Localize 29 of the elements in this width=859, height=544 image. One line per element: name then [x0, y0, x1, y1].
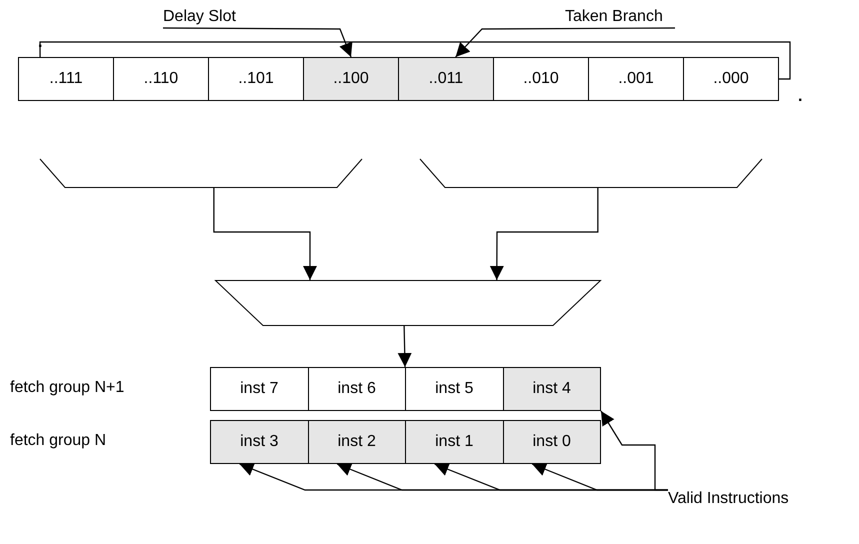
address-slot: ..010	[493, 57, 589, 101]
instruction-slot: inst 0	[502, 420, 601, 464]
leader-line	[455, 27, 675, 58]
leader-line	[532, 462, 668, 491]
address-slot: ..110	[113, 57, 209, 101]
bracket-shape	[420, 158, 762, 188]
address-slot: ..101	[208, 57, 304, 101]
callout-text: Valid Instructions	[668, 490, 853, 512]
arrow	[213, 188, 317, 280]
row-label: fetch group N+1	[10, 379, 124, 397]
callout-text: Taken Branch	[565, 8, 675, 28]
address-slot: ..011	[398, 57, 494, 101]
address-slot: ..111	[18, 57, 114, 101]
continuation-dot: .	[798, 88, 802, 106]
leader-line	[163, 27, 352, 58]
row-label: fetch group N	[10, 432, 106, 450]
arrow	[490, 188, 598, 280]
instruction-slot: inst 4	[502, 367, 601, 411]
bracket-shape	[40, 158, 362, 188]
register-row	[210, 420, 600, 464]
instruction-slot: inst 2	[308, 420, 406, 464]
address-slot: ..001	[588, 57, 684, 101]
address-slot: ..000	[683, 57, 779, 101]
address-slot: ..100	[303, 57, 399, 101]
arrow	[398, 326, 412, 368]
instruction-slot: inst 3	[210, 420, 308, 464]
instruction-slot: inst 1	[405, 420, 504, 464]
callout-text: Delay Slot	[163, 8, 253, 28]
multiplexer-trapezoid	[215, 280, 601, 326]
